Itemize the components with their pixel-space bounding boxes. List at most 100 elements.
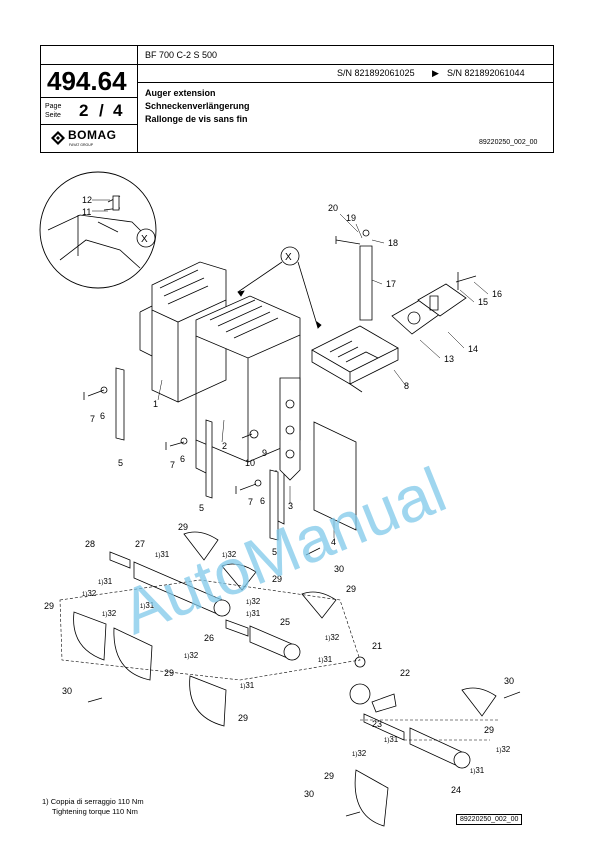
label-part-17: 17 — [386, 279, 396, 289]
label-part-15: 15 — [478, 297, 488, 307]
title-block: BF 700 C-2 S 500 494.64 S/N 821892061025… — [40, 45, 554, 153]
label-part-3: 3 — [288, 501, 293, 511]
fasteners — [83, 386, 521, 817]
part-bracket — [275, 377, 301, 525]
svg-text:1)31: 1)31 — [318, 655, 333, 664]
serial-arrow: ▶ — [432, 68, 439, 78]
diagram-code: 89220250_002_00 — [456, 814, 523, 825]
svg-text:1)31: 1)31 — [98, 577, 113, 586]
part-plate — [313, 421, 357, 531]
label-part-8: 8 — [404, 381, 409, 391]
label-part-14: 14 — [468, 344, 478, 354]
page-number: 494.64 — [47, 66, 127, 96]
assembly-guides — [59, 579, 500, 741]
callout-x-label: X — [285, 252, 292, 263]
label-part-9: 9 — [262, 448, 267, 458]
label-part-22: 22 — [400, 668, 410, 678]
part-adjuster — [335, 229, 477, 335]
label-part-29e: 29 — [164, 668, 174, 678]
label-part-11: 11 — [82, 207, 91, 217]
label-part-13: 13 — [444, 354, 454, 364]
label-part-30a: 30 — [334, 564, 344, 574]
divider — [137, 82, 553, 83]
svg-text:1)31: 1)31 — [384, 735, 399, 744]
title-de: Schneckenverlängerung — [145, 101, 250, 111]
svg-text:1)32: 1)32 — [325, 633, 340, 642]
page-separator: / — [99, 101, 104, 120]
label-part-5c: 5 — [272, 547, 277, 557]
label-part-29h: 29 — [324, 771, 334, 781]
page-current: 2 — [79, 101, 89, 120]
part-housing-right — [311, 325, 399, 393]
bomag-diamond-icon — [51, 130, 65, 145]
label-part-30b: 30 — [62, 686, 72, 696]
part-housing-center — [195, 295, 301, 475]
page-label: Page — [45, 103, 62, 110]
svg-text:1)31: 1)31 — [470, 766, 485, 775]
svg-text:1)32: 1)32 — [496, 745, 511, 754]
label-part-29c: 29 — [346, 584, 356, 594]
svg-text:1)31: 1)31 — [155, 550, 170, 559]
seite-label: Seite — [45, 112, 61, 119]
divider — [137, 46, 138, 152]
svg-text:1)31: 1)31 — [240, 681, 255, 690]
brand-sub: FAYAT GROUP — [69, 143, 94, 147]
label-part-21: 21 — [372, 641, 382, 651]
label-part-28: 28 — [85, 539, 95, 549]
label-part-2: 2 — [222, 441, 227, 451]
part-number-labels: 1 2 3 4 5 5 5 6 6 6 7 7 7 8 9 10 11 12 1… — [44, 195, 514, 799]
label-part-26: 26 — [204, 633, 214, 643]
callout-x: X — [237, 246, 322, 329]
svg-text:1)32: 1)32 — [222, 550, 237, 559]
label-part-16: 16 — [492, 289, 502, 299]
label-part-27: 27 — [135, 539, 145, 549]
label-part-6c: 6 — [260, 496, 265, 506]
part-auger-shafts — [109, 551, 471, 769]
svg-text:1)32: 1)32 — [184, 651, 199, 660]
label-part-29a: 29 — [178, 522, 188, 532]
brand-name: BOMAG — [68, 128, 117, 142]
part-strips — [115, 367, 279, 541]
label-part-29f: 29 — [238, 713, 248, 723]
label-part-12: 12 — [82, 195, 92, 205]
label-part-25: 25 — [280, 617, 290, 627]
label-part-7b: 7 — [170, 460, 175, 470]
bomag-logo — [51, 129, 65, 147]
svg-text:1)31: 1)31 — [246, 609, 261, 618]
label-part-30d: 30 — [304, 789, 314, 799]
label-part-6b: 6 — [180, 454, 185, 464]
svg-text:1)32: 1)32 — [82, 589, 97, 598]
label-part-24: 24 — [451, 785, 461, 795]
label-part-20: 20 — [328, 203, 338, 213]
label-part-29g: 29 — [484, 725, 494, 735]
divider — [41, 64, 553, 65]
label-part-10: 10 — [245, 458, 255, 468]
model-name: BF 700 C-2 S 500 — [145, 50, 218, 60]
svg-text:1)31: 1)31 — [140, 601, 155, 610]
divider — [41, 97, 137, 98]
title-en: Auger extension — [145, 88, 216, 98]
part-auger-blades — [73, 531, 497, 827]
label-part-18: 18 — [388, 238, 398, 248]
label-part-5b: 5 — [199, 503, 204, 513]
doc-code: 89220250_002_00 — [479, 139, 538, 146]
label-part-5: 5 — [118, 458, 123, 468]
title-fr: Rallonge de vis sans fin — [145, 114, 248, 124]
svg-text:1)32: 1)32 — [102, 609, 117, 618]
label-part-23: 23 — [372, 719, 382, 729]
svg-text:1)32: 1)32 — [246, 597, 261, 606]
label-part-4: 4 — [331, 537, 336, 547]
serial-from: S/N 821892061025 — [337, 68, 415, 78]
label-part-30c: 30 — [504, 676, 514, 686]
divider — [41, 124, 137, 125]
svg-text:1)32: 1)32 — [352, 749, 367, 758]
page-total: 4 — [113, 101, 123, 120]
footnote-line2: Tightening torque 110 Nm — [52, 807, 138, 816]
label-part-7c: 7 — [248, 497, 253, 507]
label-part-19: 19 — [346, 213, 356, 223]
label-part-6: 6 — [100, 411, 105, 421]
label-part-7: 7 — [90, 414, 95, 424]
torque-marked-labels: 1)31 1)32 1)31 1)32 1)31 1)32 1)32 1)31 … — [82, 550, 511, 775]
footnote-line1: 1) Coppia di serraggio 110 Nm — [42, 797, 144, 806]
